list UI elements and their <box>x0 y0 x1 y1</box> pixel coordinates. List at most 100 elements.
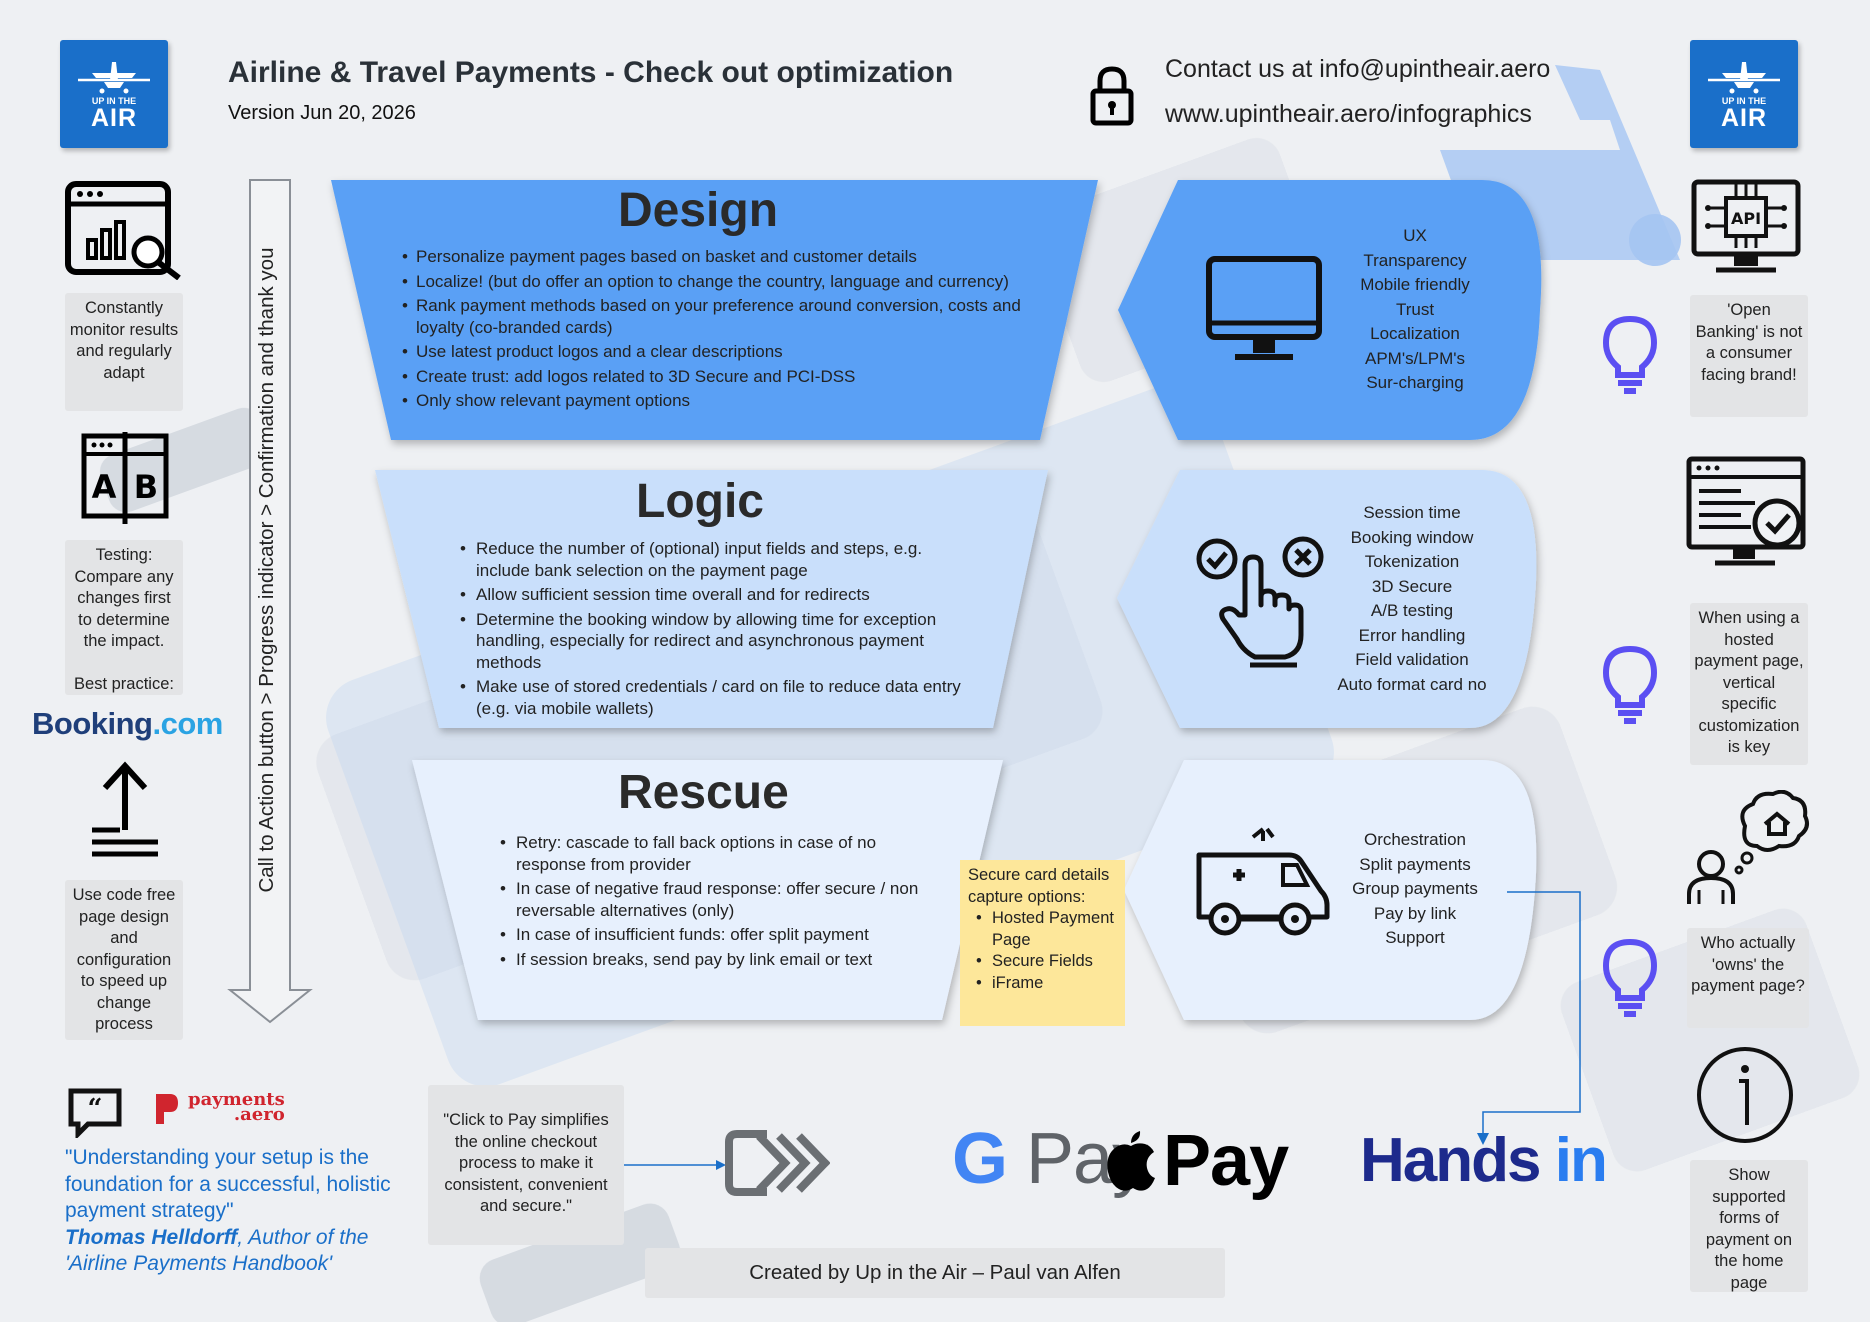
api-chip-icon: API <box>1691 179 1801 273</box>
version-label: Version Jun 20, 2026 <box>228 102 416 124</box>
design-side-item: Localization <box>1370 324 1460 343</box>
design-item: Only show relevant payment options <box>402 390 1032 412</box>
google-g-letter: G <box>952 1119 1008 1199</box>
who-owns-note: Who actually 'owns' the payment page? <box>1687 928 1809 1028</box>
best-practice-label: Best practice: <box>74 674 174 693</box>
progress-arrow-label: Call to Action button > Progress indicat… <box>255 247 278 893</box>
quote-text: "Understanding your setup is the foundat… <box>65 1146 391 1222</box>
design-item: Localize! (but do offer an option to cha… <box>402 271 1032 293</box>
rescue-title: Rescue <box>618 766 789 819</box>
page-title: Airline & Travel Payments - Check out op… <box>228 56 954 89</box>
ab-testing-icon: A B <box>81 432 169 524</box>
booking-com-logo: Booking.com <box>32 706 223 742</box>
logo-small-text: UP IN THE <box>91 96 137 106</box>
padlock-icon <box>1090 66 1134 126</box>
apple-pay-logo: Pay <box>1163 1121 1289 1201</box>
monitor-checklist-icon <box>1686 456 1806 566</box>
logic-item: Allow sufficient session time overall an… <box>458 584 978 606</box>
payments-aero-logo-mark <box>156 1094 178 1124</box>
lightbulb-icon <box>1602 315 1658 394</box>
logic-side-item: Error handling <box>1358 625 1466 645</box>
touch-selection-icon <box>1196 536 1324 668</box>
booking-tld: .com <box>152 706 224 741</box>
quote-bubble-icon: “ <box>68 1088 122 1138</box>
logic-title: Logic <box>636 475 764 528</box>
analytics-dashboard-icon <box>65 181 181 280</box>
rescue-side-list: Orchestration Split payments Group payme… <box>1335 828 1495 951</box>
design-side-item: Sur-charging <box>1366 373 1464 392</box>
rescue-side-item: Group payments <box>1352 879 1478 898</box>
design-side-item: APM's/LPM's <box>1364 348 1465 368</box>
rescue-item: In case of negative fraud response: offe… <box>498 878 928 921</box>
logo-big-text: AIR <box>90 104 138 132</box>
logic-side-item: Session time <box>1363 503 1461 522</box>
logic-side-item: Booking window <box>1350 527 1474 547</box>
monitor-icon <box>1206 256 1322 360</box>
monitor-note: Constantly monitor results and regularly… <box>65 293 183 411</box>
footer-credit: Created by Up in the Air – Paul van Alfe… <box>645 1248 1225 1298</box>
testing-note-text: Testing: Compare any changes first to de… <box>74 546 174 650</box>
design-side-item: Transparency <box>1363 250 1467 270</box>
upload-icon <box>92 761 158 857</box>
info-icon <box>1697 1047 1793 1143</box>
quote: "Understanding your setup is the foundat… <box>65 1145 405 1278</box>
hands-in-word2: in <box>1554 1126 1608 1195</box>
person-thinking-home-icon <box>1687 790 1809 904</box>
contact-email[interactable]: Contact us at info@upintheair.aero <box>1165 55 1551 83</box>
sticky-item: iFrame <box>968 973 1117 995</box>
design-side-item: UX <box>1403 226 1427 245</box>
design-item: Create trust: add logos related to 3D Se… <box>402 366 1032 388</box>
show-payment-forms-note: Show supported forms of payment on the h… <box>1690 1160 1808 1292</box>
apple-icon <box>1107 1131 1155 1191</box>
logic-side-item: Tokenization <box>1364 552 1460 571</box>
rescue-item: Retry: cascade to fall back options in c… <box>498 832 928 875</box>
svg-text:A: A <box>92 468 117 506</box>
design-list: Personalize payment pages based on baske… <box>402 246 1032 412</box>
booking-brand: Booking <box>32 706 153 741</box>
api-label: API <box>1731 209 1761 228</box>
sticky-item: Secure Fields <box>968 951 1117 973</box>
testing-note: Testing: Compare any changes first to de… <box>65 540 183 695</box>
payments-aero-logo: payments .aero <box>188 1089 285 1125</box>
hosted-page-note: When using a hosted payment page, vertic… <box>1690 603 1808 765</box>
rescue-side-item: Split payments <box>1359 854 1471 874</box>
code-free-note: Use code free page design and configurat… <box>65 880 183 1040</box>
svg-text:“: “ <box>88 1094 103 1124</box>
sticky-item: Hosted Payment Page <box>968 908 1117 951</box>
rescue-side-item: Support <box>1385 928 1445 947</box>
lightbulb-icon <box>1602 938 1658 1017</box>
quote-author: Thomas Helldorff <box>65 1225 238 1249</box>
logic-side-item: 3D Secure <box>1371 576 1453 596</box>
open-banking-note: 'Open Banking' is not a consumer facing … <box>1690 295 1808 417</box>
payaero-line2: .aero <box>233 1104 285 1125</box>
design-item: Use latest product logos and a clear des… <box>402 341 1032 363</box>
payaero-line1: payments <box>188 1089 285 1110</box>
logic-item: Reduce the number of (optional) input fi… <box>458 538 978 581</box>
logic-item: Determine the booking window by allowing… <box>458 609 978 674</box>
company-logo-right: UP IN THE AIR <box>1690 40 1798 148</box>
ambulance-icon <box>1196 827 1330 936</box>
logic-side-item: Field validation <box>1355 650 1469 669</box>
design-title: Design <box>618 184 779 237</box>
hands-in-word1: Hands <box>1360 1126 1541 1195</box>
secure-capture-sticky-note: Secure card details capture options: Hos… <box>960 860 1125 1026</box>
airplane-icon <box>1708 62 1780 94</box>
design-side-list: UX Transparency Mobile friendly Trust Lo… <box>1320 224 1510 396</box>
website-link[interactable]: www.upintheair.aero/infographics <box>1165 100 1532 128</box>
svg-text:B: B <box>134 468 158 506</box>
design-item: Personalize payment pages based on baske… <box>402 246 1032 268</box>
sticky-heading: Secure card details capture options: <box>968 866 1110 906</box>
rescue-list: Retry: cascade to fall back options in c… <box>498 832 928 970</box>
logic-item: Make use of stored credentials / card on… <box>458 676 978 719</box>
design-side-item: Mobile friendly <box>1360 275 1470 294</box>
rescue-item: In case of insufficient funds: offer spl… <box>498 924 928 946</box>
design-side-item: Trust <box>1395 299 1435 319</box>
logic-list: Reduce the number of (optional) input fi… <box>458 538 978 719</box>
airplane-icon <box>78 62 150 94</box>
rescue-item: If session breaks, send pay by link emai… <box>498 949 928 971</box>
company-logo-left: UP IN THE AIR <box>60 40 168 148</box>
lightbulb-icon <box>1602 645 1658 724</box>
logic-side-list: Session time Booking window Tokenization… <box>1327 501 1497 697</box>
rescue-side-item: Orchestration <box>1363 830 1467 849</box>
